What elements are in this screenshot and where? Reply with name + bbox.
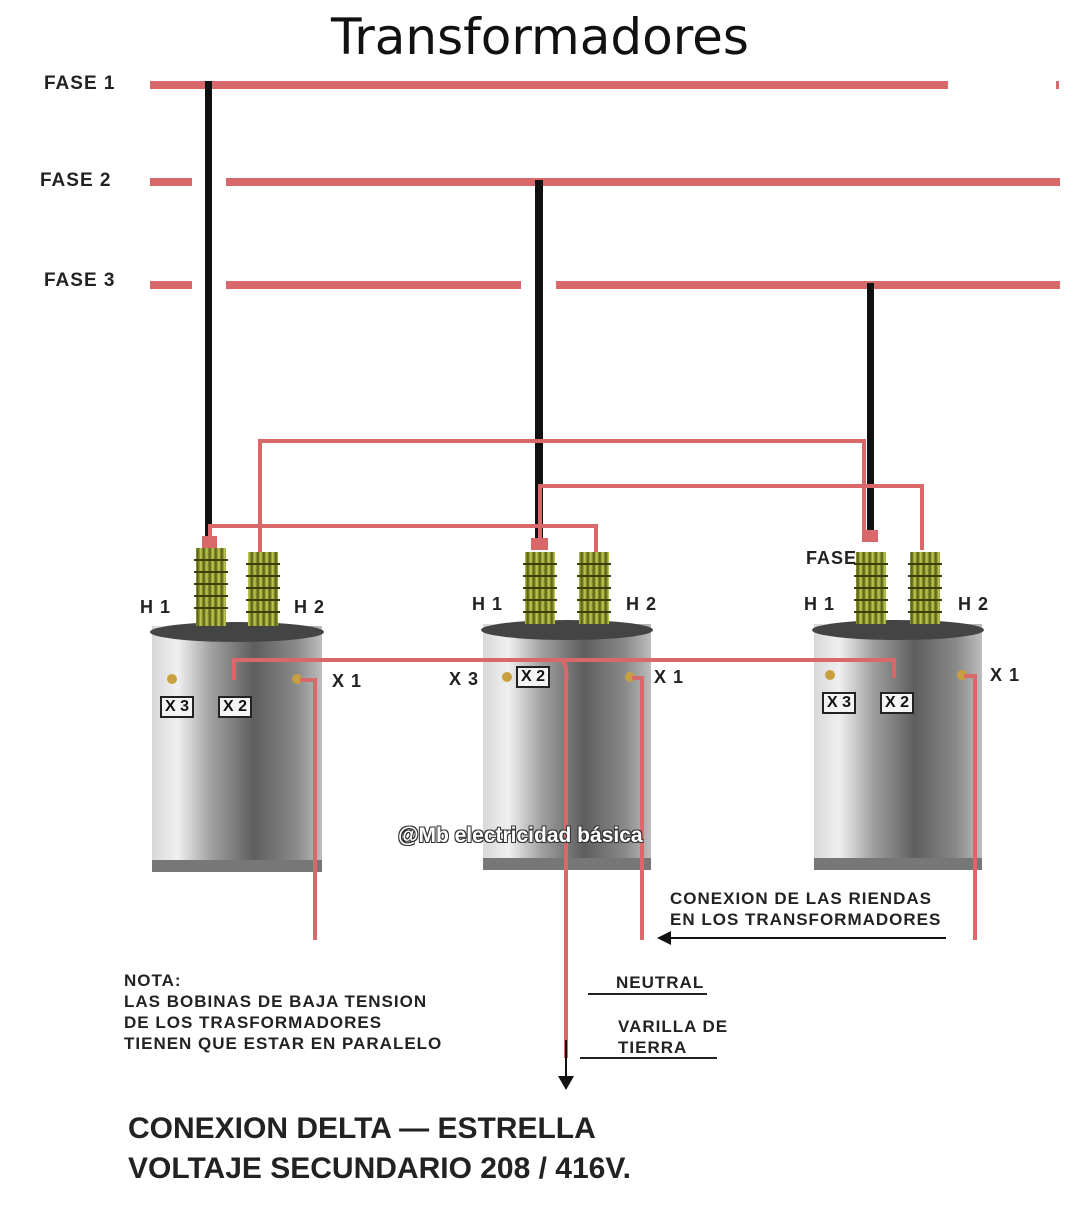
page-title: Transformadores <box>331 8 749 66</box>
footer-line-1: CONEXION DELTA — ESTRELLA <box>128 1112 596 1145</box>
watermark: @Mb electricidad básica <box>398 824 643 847</box>
phase-label-1: FASE 1 <box>44 73 116 94</box>
t2-x2-label: X 2 <box>516 666 551 688</box>
drop-wire-1 <box>205 81 212 536</box>
riendas-arrow-icon <box>657 931 671 945</box>
t3-h2-label: H 2 <box>958 594 990 614</box>
riendas-label: CONEXION DE LAS RIENDAS EN LOS TRANSFORM… <box>670 889 942 929</box>
t1-x3-label: X 3 <box>160 696 195 718</box>
t1-x1-label: X 1 <box>332 671 363 691</box>
phase-label-3: FASE 3 <box>44 270 116 291</box>
phase-line-2 <box>150 178 1060 186</box>
t3-h1-label: H 1 <box>804 594 836 614</box>
phase-label-2: FASE 2 <box>40 170 112 191</box>
varilla-label: VARILLA DE TIERRA <box>618 1017 729 1057</box>
t1-h2-label: H 2 <box>294 597 326 617</box>
drop-wire-2 <box>535 180 543 542</box>
t3-fase-label: FASE <box>806 548 858 568</box>
transformer-3 <box>812 530 984 870</box>
t3-x1-label: X 1 <box>990 665 1021 685</box>
note-block: NOTA: LAS BOBINAS DE BAJA TENSION DE LOS… <box>124 971 443 1053</box>
ground-arrow-icon <box>558 1076 574 1090</box>
drop-wire-3 <box>867 283 874 537</box>
t3-x3-label: X 3 <box>822 692 857 714</box>
delta-connections <box>208 439 924 552</box>
neutral-label: NEUTRAL <box>616 973 705 992</box>
footer-line-2: VOLTAJE SECUNDARIO 208 / 416V. <box>128 1152 631 1185</box>
phase-line-1 <box>150 81 1059 89</box>
phase-line-3 <box>150 281 1060 289</box>
secondary-wiring <box>232 658 977 1058</box>
t2-x1-label: X 1 <box>654 667 685 687</box>
t1-x2-label: X 2 <box>218 696 253 718</box>
t2-x3-label: X 3 <box>449 669 480 689</box>
t3-x2-label: X 2 <box>880 692 915 714</box>
transformer-1 <box>150 536 324 872</box>
t1-h1-label: H 1 <box>140 597 172 617</box>
t2-h1-label: H 1 <box>472 594 504 614</box>
t2-h2-label: H 2 <box>626 594 658 614</box>
